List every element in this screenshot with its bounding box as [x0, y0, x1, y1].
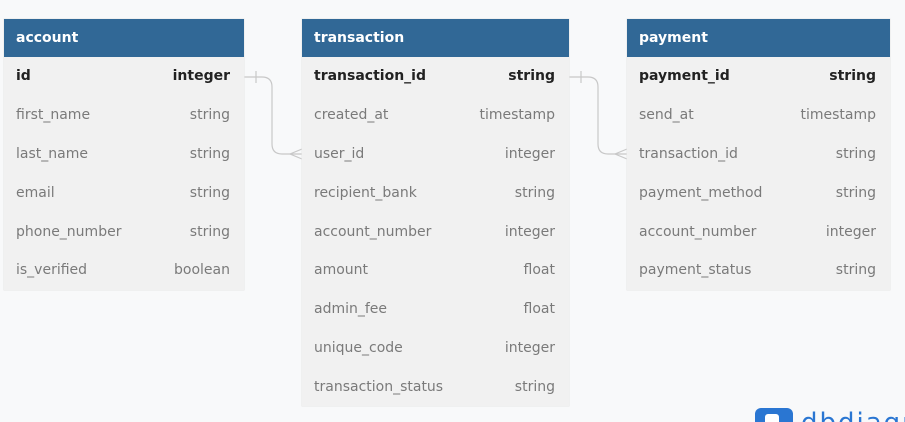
relation-account-transaction[interactable] [244, 76, 302, 155]
table-header[interactable]: payment [627, 19, 890, 57]
field-name: payment_id [639, 68, 730, 85]
field-type: string [189, 223, 230, 240]
field-type: integer [504, 339, 555, 356]
field-name: is_verified [16, 262, 88, 279]
field-row[interactable]: last_name string [4, 135, 244, 174]
logo-text: dbdiagram [801, 408, 905, 422]
field-row[interactable]: transaction_id string [627, 135, 890, 174]
field-row[interactable]: phone_number string [4, 212, 244, 251]
field-name: account_number [314, 223, 432, 240]
field-name: last_name [16, 145, 88, 162]
field-row[interactable]: user_id integer [302, 135, 569, 174]
field-name: unique_code [314, 339, 403, 356]
field-name: amount [314, 262, 369, 279]
field-type: string [835, 145, 876, 162]
field-row[interactable]: admin_fee float [302, 290, 569, 329]
field-type: float [523, 262, 555, 279]
field-type: string [189, 145, 230, 162]
field-type: string [189, 107, 230, 124]
field-name: user_id [314, 145, 365, 162]
field-row[interactable]: account_number integer [627, 212, 890, 251]
field-type: string [835, 184, 876, 201]
field-type: string [514, 184, 555, 201]
field-name: payment_method [639, 184, 763, 201]
field-row[interactable]: is_verified boolean [4, 251, 244, 290]
field-name: account_number [639, 223, 757, 240]
field-type: string [514, 378, 555, 395]
field-row[interactable]: unique_code integer [302, 329, 569, 368]
many-marker-transaction-user-id [288, 148, 303, 160]
field-row[interactable]: created_at timestamp [302, 96, 569, 135]
field-type: string [829, 68, 876, 85]
field-row[interactable]: amount float [302, 251, 569, 290]
field-row[interactable]: first_name string [4, 96, 244, 135]
field-name: send_at [639, 107, 694, 124]
field-row[interactable]: payment_status string [627, 251, 890, 290]
field-type: float [523, 301, 555, 318]
field-name: created_at [314, 107, 389, 124]
table-transaction[interactable]: transaction transaction_id string create… [302, 19, 569, 407]
table-header[interactable]: account [4, 19, 244, 57]
table-payment[interactable]: payment payment_id string send_at timest… [627, 19, 890, 290]
field-row[interactable]: send_at timestamp [627, 96, 890, 135]
field-row[interactable]: payment_id string [627, 57, 890, 96]
field-type: timestamp [479, 107, 555, 124]
field-name: transaction_id [314, 68, 426, 85]
field-row[interactable]: account_number integer [302, 212, 569, 251]
field-row[interactable]: payment_method string [627, 173, 890, 212]
field-name: id [16, 68, 31, 85]
table-header[interactable]: transaction [302, 19, 569, 57]
many-marker-payment-transaction-id [613, 148, 628, 160]
field-type: string [835, 262, 876, 279]
field-type: boolean [174, 262, 230, 279]
field-type: integer [825, 223, 876, 240]
table-account[interactable]: account id integer first_name string las… [4, 19, 244, 290]
field-row[interactable]: transaction_status string [302, 367, 569, 406]
field-name: transaction_status [314, 378, 444, 395]
field-type: integer [504, 223, 555, 240]
field-row[interactable]: recipient_bank string [302, 173, 569, 212]
field-name: admin_fee [314, 301, 388, 318]
field-type: integer [504, 145, 555, 162]
field-row[interactable]: email string [4, 173, 244, 212]
field-type: string [189, 184, 230, 201]
field-row[interactable]: transaction_id string [302, 57, 569, 96]
field-name: payment_status [639, 262, 752, 279]
field-name: first_name [16, 107, 91, 124]
field-name: recipient_bank [314, 184, 417, 201]
field-name: transaction_id [639, 145, 738, 162]
relation-transaction-payment[interactable] [569, 76, 627, 155]
field-name: email [16, 184, 55, 201]
field-row[interactable]: id integer [4, 57, 244, 96]
field-type: string [508, 68, 555, 85]
field-type: timestamp [800, 107, 876, 124]
field-type: integer [172, 68, 230, 85]
logo-icon [755, 408, 793, 422]
dbdiagram-logo: dbdiagram [755, 408, 905, 422]
field-name: phone_number [16, 223, 122, 240]
